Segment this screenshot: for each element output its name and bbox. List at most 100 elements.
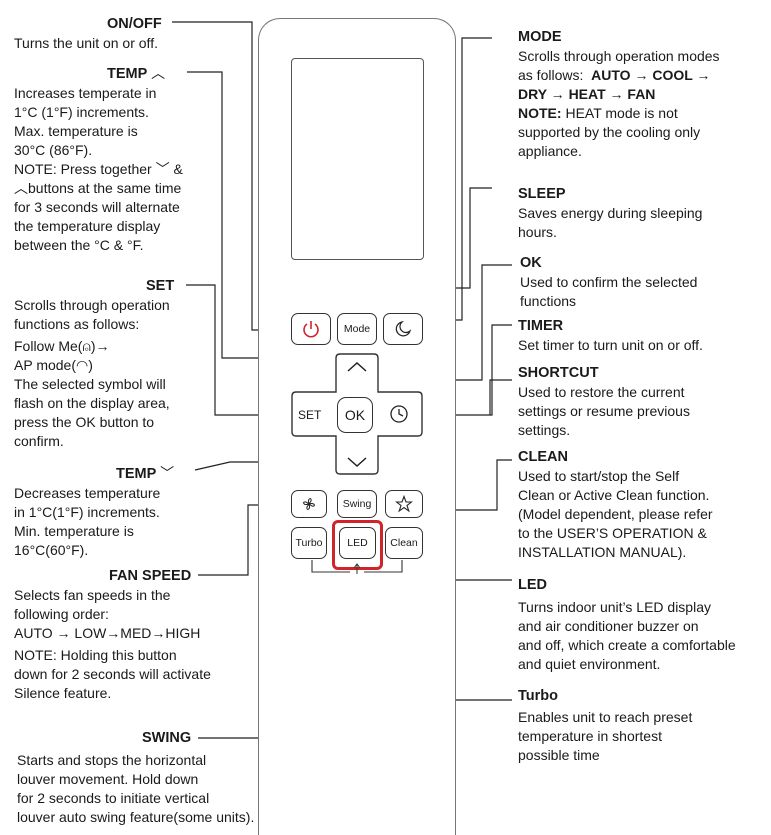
temp-down-line: in 1°C(1°F) increments. [14, 504, 160, 520]
clean-line: Used to start/stop the Self [518, 468, 680, 484]
shortcut-title: SHORTCUT [518, 365, 599, 381]
moon-icon [395, 320, 412, 337]
star-icon [395, 495, 413, 513]
led-label: LED [347, 537, 368, 549]
turbo-label: Turbo [295, 537, 323, 549]
temp-up-line: Max. temperature is [14, 123, 138, 139]
sleep-annotation: SLEEP Saves energy during sleeping hours… [518, 185, 768, 242]
turbo-line: Enables unit to reach preset [518, 709, 693, 725]
ok-line: Used to confirm the selected [520, 274, 698, 290]
power-button[interactable] [291, 313, 331, 345]
shortcut-button[interactable] [385, 490, 423, 518]
swing-label: Swing [342, 498, 372, 510]
swing-button[interactable]: Swing [337, 490, 377, 518]
fan-title: FAN SPEED [109, 568, 192, 584]
clean-annotation: CLEAN Used to start/stop the Self Clean … [518, 448, 768, 562]
fan-line: down for 2 seconds will activate [14, 666, 211, 682]
set-annotation: SET Scrolls through operation functions … [14, 277, 214, 451]
led-line: and quiet environment. [518, 656, 661, 672]
person-icon: ⍝ [82, 338, 91, 354]
set-line: The selected symbol will [14, 376, 166, 392]
led-button[interactable]: LED [339, 527, 376, 559]
swing-annotation: SWING Starts and stops the horizontal lo… [17, 729, 297, 827]
set-line: functions as follows: [14, 316, 140, 332]
mode-button-label: Mode [343, 323, 371, 335]
turbo-annotation: Turbo Enables unit to reach preset tempe… [518, 687, 768, 765]
shortcut-annotation: SHORTCUT Used to restore the current set… [518, 364, 768, 440]
led-line: and off, which create a comfortable [518, 637, 736, 653]
fan-line: following order: [14, 606, 109, 622]
mode-annotation: MODE Scrolls through operation modes as … [518, 28, 768, 161]
clean-title: CLEAN [518, 449, 568, 465]
temp-up-line: 30°C (86°F). [14, 142, 93, 158]
swing-line: for 2 seconds to initiate vertical [17, 790, 210, 806]
clean-line: Clean or Active Clean function. [518, 487, 710, 503]
temp-up-annotation: TEMP ︿ Increases temperate in 1°C (1°F) … [14, 64, 224, 255]
turbo-title: Turbo [518, 688, 558, 704]
temp-up-line: Increases temperate in [14, 85, 157, 101]
set-line: press the OK button to [14, 414, 155, 430]
fan-speed-button[interactable] [291, 490, 327, 518]
chevron-down-icon: ﹀ [160, 465, 175, 481]
sleep-title: SLEEP [518, 186, 566, 202]
clean-label: Clean [390, 537, 418, 549]
temp-down-annotation: TEMP ﹀ Decreases temperature in 1°C(1°F)… [14, 464, 214, 560]
mode-line: appliance. [518, 143, 582, 159]
temp-up-title: TEMP [107, 66, 148, 82]
set-line: AP mode( [14, 357, 76, 373]
chevron-up-icon: ︿ [151, 65, 166, 81]
onoff-title: ON/OFF [107, 16, 162, 32]
sleep-line: Saves energy during sleeping [518, 205, 703, 221]
temp-up-line: between the °C & °F. [14, 237, 144, 253]
onoff-annotation: ON/OFF Turns the unit on or off. [14, 14, 162, 53]
mode-line: as follows: [518, 67, 584, 83]
timer-annotation: TIMER Set timer to turn unit on or off. [518, 317, 768, 355]
fan-line: AUTO → LOW→MED→HIGH [14, 625, 201, 641]
ok-line: functions [520, 293, 577, 309]
turbo-line: temperature in shortest [518, 728, 662, 744]
mode-title: MODE [518, 29, 562, 45]
ok-annotation: OK Used to confirm the selected function… [520, 254, 770, 311]
mode-line: Scrolls through operation modes [518, 48, 720, 64]
remote-display [291, 58, 424, 260]
power-icon [303, 321, 319, 338]
led-line: and air conditioner buzzer on [518, 618, 699, 634]
temp-up-line: NOTE: Press together [14, 161, 152, 177]
sleep-line: hours. [518, 224, 557, 240]
swing-line: Starts and stops the horizontal [17, 752, 207, 768]
set-line: Follow Me( [14, 338, 83, 354]
temp-down-line: 16°C(60°F). [14, 542, 89, 558]
temp-down-title: TEMP [116, 466, 157, 482]
temp-down-line: Min. temperature is [14, 523, 134, 539]
mode-seq: AUTO → COOL → [591, 67, 711, 83]
ok-title: OK [520, 255, 542, 271]
sleep-button[interactable] [383, 313, 423, 345]
ok-button[interactable]: OK [337, 397, 373, 433]
mode-seq: DRY → HEAT → FAN [518, 86, 656, 102]
set-paren: ) [88, 357, 93, 373]
set-line: flash on the display area, [14, 395, 170, 411]
temp-up-line: buttons at the same time [28, 180, 182, 196]
shortcut-line: settings or resume previous [518, 403, 690, 419]
led-title: LED [518, 577, 547, 593]
temp-up-line: for 3 seconds will alternate [14, 199, 180, 215]
fan-icon [303, 498, 315, 510]
swing-line: louver auto swing feature(some units). [17, 809, 255, 825]
timer-line: Set timer to turn unit on or off. [518, 337, 703, 353]
set-button[interactable]: SET [298, 408, 322, 422]
clean-line: (Model dependent, please refer [518, 506, 713, 522]
ampersand: & [173, 161, 183, 177]
clean-button[interactable]: Clean [385, 527, 423, 559]
set-arrow: )→ [90, 338, 110, 354]
shortcut-line: settings. [518, 422, 571, 438]
mode-note: HEAT mode is not [561, 105, 678, 121]
fan-line: Silence feature. [14, 685, 112, 701]
turbo-line: possible time [518, 747, 600, 763]
onoff-desc: Turns the unit on or off. [14, 35, 158, 51]
mode-note-label: NOTE: [518, 105, 562, 121]
turbo-button[interactable]: Turbo [291, 527, 327, 559]
button-bracket [311, 560, 403, 574]
wifi-icon: ◠ [76, 357, 89, 373]
mode-button[interactable]: Mode [337, 313, 377, 345]
temp-up-line: the temperature display [14, 218, 161, 234]
